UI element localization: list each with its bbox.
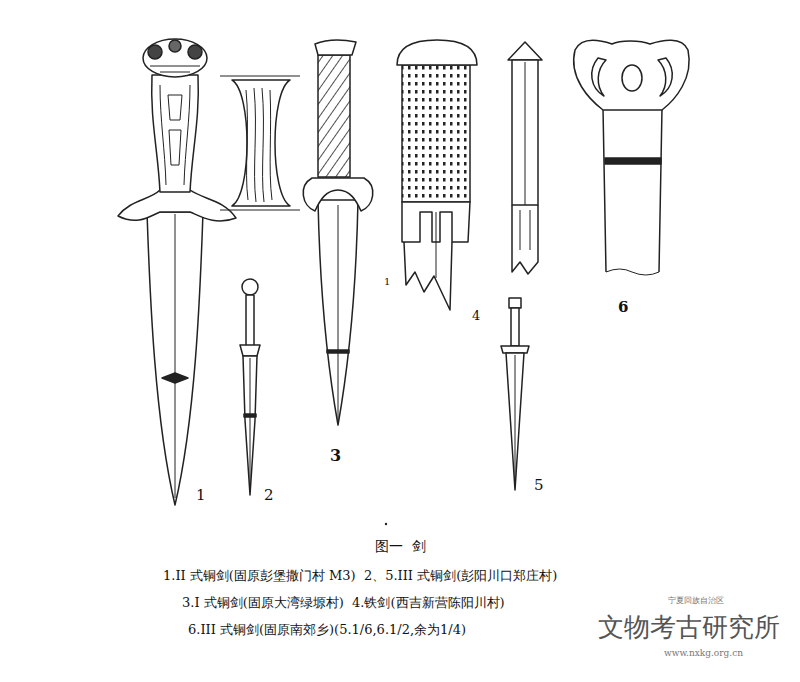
callout-number: 5 <box>534 476 544 494</box>
callout-number: 1 <box>196 486 206 504</box>
caption-line: 3.I 式铜剑(固原大湾绿塬村) 4.铁剑(西吉新营陈阳川村) <box>182 595 505 611</box>
callout-number: 3 <box>330 446 341 465</box>
watermark: 文物考古研究所 <box>598 612 780 643</box>
caption-line: 6.III 式铜剑(固原南郊乡)(5.1/6,6.1/2,余为1/4) <box>188 622 466 638</box>
callout-number: 2 <box>264 486 274 504</box>
callout-number: 6 <box>618 298 628 316</box>
watermark: 宁夏回族自治区 <box>668 596 724 606</box>
caption-line: 1.II 式铜剑(固原彭堡撒门村 M3) 2、5.III 式铜剑(彭阳川口郑庄村… <box>163 568 557 584</box>
callout-number: 4 <box>472 308 480 324</box>
figure-title: 图一 剑 <box>375 538 426 555</box>
watermark: www.nxkg.org.cn <box>664 648 743 659</box>
callout-number: 1 <box>384 276 390 288</box>
